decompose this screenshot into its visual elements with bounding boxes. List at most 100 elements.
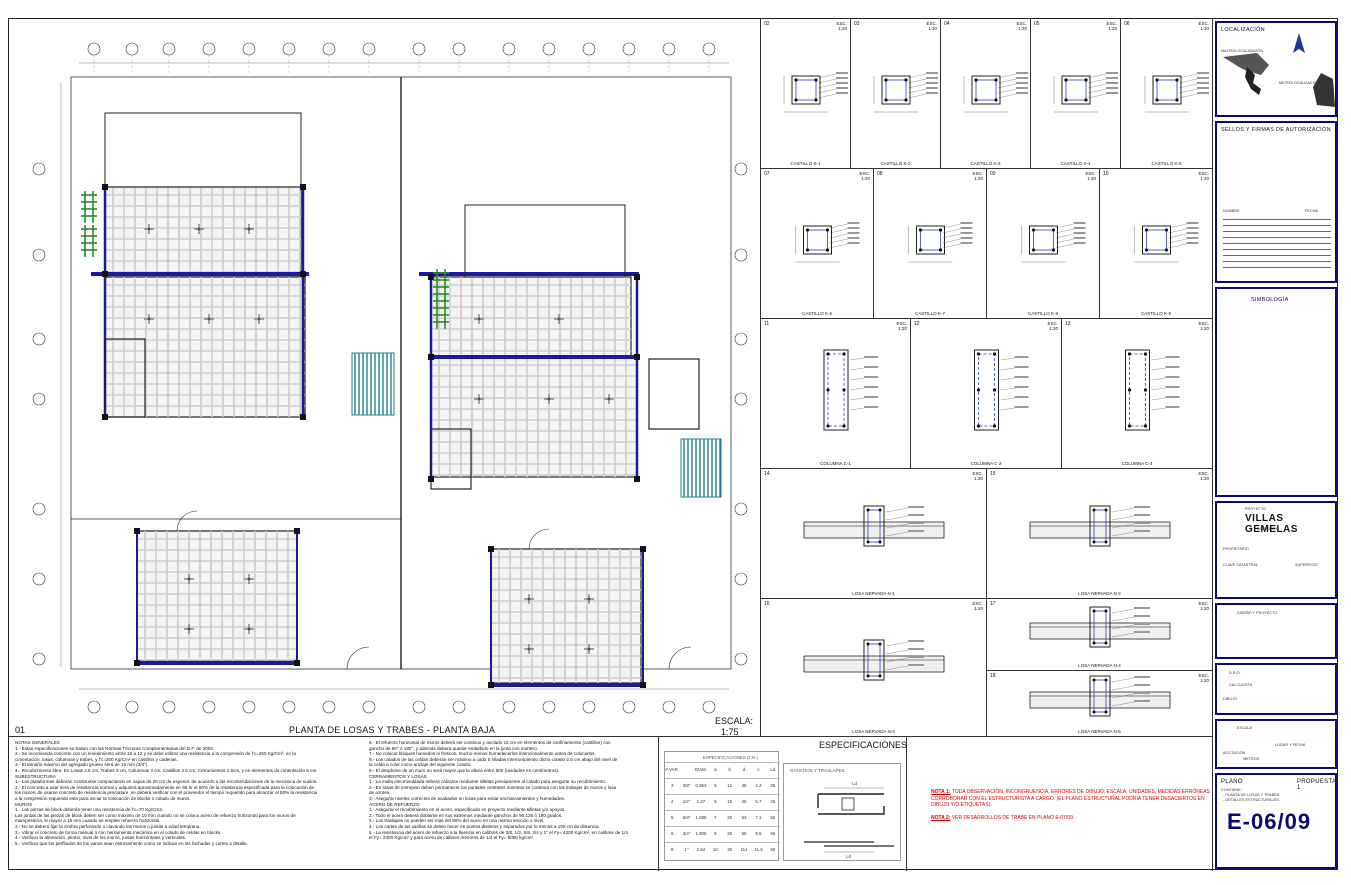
symbology-panel: SIMBOLOGÍA	[1215, 287, 1337, 497]
name-label: NOMBRE	[1223, 209, 1240, 213]
address-label: DIRECCIÓN	[1257, 527, 1279, 531]
note-line: 3.- Asegurar niveles correctos de acabad…	[369, 795, 566, 801]
location-map	[1223, 33, 1335, 107]
detail-caption: CASTILLO K-7	[914, 311, 945, 316]
note-line: 1.- Asegurar el recubrimiento en el acer…	[369, 807, 566, 813]
note-line: CERRAMIENTOS Y LOSAS	[369, 773, 427, 779]
detail-drawing	[974, 349, 1029, 431]
note-line: los muros; de usarse concreto de resiste…	[15, 790, 318, 796]
contents-item-1: - PLANTA DE LOSAS Y TRABES.	[1223, 793, 1281, 797]
note-line: 2.- Se recomienda concreto con un reveni…	[15, 751, 296, 757]
note-line: 4.- Verificar la alineación, plomo, nive…	[15, 835, 187, 841]
table-cell: 2.54	[696, 847, 706, 852]
detail-scale-value: 1:20	[974, 176, 983, 181]
detail-scale-label: ESC.	[1106, 21, 1117, 26]
detail-caption: COLUMNA C-2	[970, 461, 1002, 466]
detail-scale: ESC.1:20	[926, 21, 937, 31]
column-header: d	[742, 767, 746, 772]
project-label: PROYECTO	[1245, 507, 1267, 511]
note-line: 1.- Las plataformas deberán construirse …	[15, 779, 318, 785]
detail-caption: LOSA NERVADA N-3	[852, 729, 895, 734]
note-line: 1.- Las piezas de block deberán tener un…	[15, 807, 164, 813]
note-line: de azotea.	[369, 790, 391, 796]
note-line: SUBESTRUCTURA	[15, 773, 56, 779]
note-2: NOTA 2: VER DESARROLLOS DE TRABE EN PLAN…	[931, 815, 1211, 822]
column-header: a	[714, 767, 717, 772]
title-block: LOCALIZACIÓN MACROLOCALIZACIÓN MICROLOCA…	[1215, 21, 1337, 869]
detail-scale-label: ESC.	[1016, 21, 1027, 26]
column-header: DIAM.	[694, 767, 708, 772]
detail-number: 02	[764, 21, 770, 27]
detail-drawing	[823, 349, 878, 431]
detail-caption: CASTILLO K-2	[880, 161, 911, 166]
note-line: cimentación, losas, columnas y trabes, y…	[15, 756, 178, 762]
table-cell: 3/4"	[682, 831, 691, 836]
cadastral-label: CLAVE CATASTRAL	[1223, 563, 1259, 567]
detail-scale: ESC.1:20	[1198, 601, 1209, 611]
table-cell: 7.1	[755, 815, 762, 820]
detail-drawing	[908, 222, 973, 263]
location-heading: LOCALIZACIÓN	[1221, 27, 1265, 33]
table-cell: 10	[712, 847, 718, 852]
note-line: 1.- La malla electrosoldada deberá calza…	[369, 779, 607, 785]
detail-scale: ESC.1:20	[836, 21, 847, 31]
detail-scale-label: ESC.	[1198, 321, 1209, 326]
detail-scale: ESC.1:20	[1106, 21, 1117, 31]
table-cell: 6	[714, 799, 717, 804]
plan-scale-label: ESCALA:	[715, 716, 754, 726]
calculist-label: CALCULISTA	[1229, 683, 1253, 687]
proposal-label: PROPUESTA 1	[1297, 779, 1336, 791]
note-line: 9.- El desplome de un muro no será mayor…	[369, 767, 560, 773]
detail-scale-label: ESC.	[972, 601, 983, 606]
drawing-label: DIBUJO	[1223, 697, 1237, 701]
table-cell: 55	[770, 815, 776, 820]
detail-caption: CASTILLO K-3	[970, 161, 1001, 166]
surface-label: SUPERFICIE	[1295, 563, 1318, 567]
design-panel: DISEÑO Y PROYECTO	[1215, 603, 1337, 659]
specifications: ESPECIFICACIONES ESPECIFICACIONES (Cm.) …	[659, 737, 907, 871]
note-1: NOTA 1: TODA OBSERVACIÓN, INCONGRUENCIA,…	[931, 789, 1211, 809]
project-panel: PROYECTO VILLAS GEMELAS DIRECCIÓN PROPIE…	[1215, 501, 1337, 599]
column-header: b	[728, 767, 731, 772]
detail-caption: COLUMNA C-3	[1121, 461, 1153, 466]
detail-drawing	[1029, 505, 1171, 547]
owner-label: PROPIETARIO	[1223, 547, 1249, 551]
detail-number: 13	[1065, 321, 1071, 327]
specs-title: ESPECIFICACIONES	[819, 740, 908, 750]
detail-scale-label: ESC.	[1198, 601, 1209, 606]
detail-scale: ESC.1:20	[1198, 471, 1209, 481]
detail-number: 14	[764, 471, 770, 477]
detail-scale: ESC.1:20	[1016, 21, 1027, 31]
detail-drawing	[1125, 349, 1180, 431]
note-line: 7.- No colocar bloques humedos ni fresco…	[369, 751, 596, 757]
detail-number: 15	[990, 471, 996, 477]
detail-scale-label: ESC.	[896, 321, 907, 326]
detail-scale-label: ESC.	[1085, 171, 1096, 176]
note-1-text: TODA OBSERVACIÓN, INCONGRUENCIA, ERRORES…	[931, 789, 1210, 808]
hooks-diagram: GANCHOS Y TRASLAPES Ld Ld	[783, 763, 901, 861]
detail-scale-label: ESC.	[836, 21, 847, 26]
sheet-code: E-06/09	[1227, 809, 1312, 834]
detail-scale-value: 1:20	[1200, 176, 1209, 181]
note-line: 4.- Los cortes de las varillas se deben …	[369, 823, 600, 829]
detail-scale-value: 1:20	[838, 26, 847, 31]
table-cell: 20	[727, 815, 733, 820]
detail-scale-label: ESC.	[1198, 171, 1209, 176]
note-line: el Fy= 2400 Kg/cm² y para acero de calib…	[369, 835, 535, 841]
detail-drawing	[1134, 222, 1199, 263]
note-line: 5.- Verificar que los perfilados de los …	[15, 840, 248, 846]
note-line: 3.- Los traslapes no pueden ser mas del …	[369, 818, 545, 824]
detail-scale: ESC.1:20	[1198, 171, 1209, 181]
detail-scale: ESC.1:20	[1198, 21, 1209, 31]
note-line: 2.- En losas de entrepiso deben permanec…	[369, 784, 617, 790]
note-line: Las juntas de las piezas de block deben …	[15, 812, 296, 818]
detail-scale-value: 1:20	[1018, 26, 1027, 31]
